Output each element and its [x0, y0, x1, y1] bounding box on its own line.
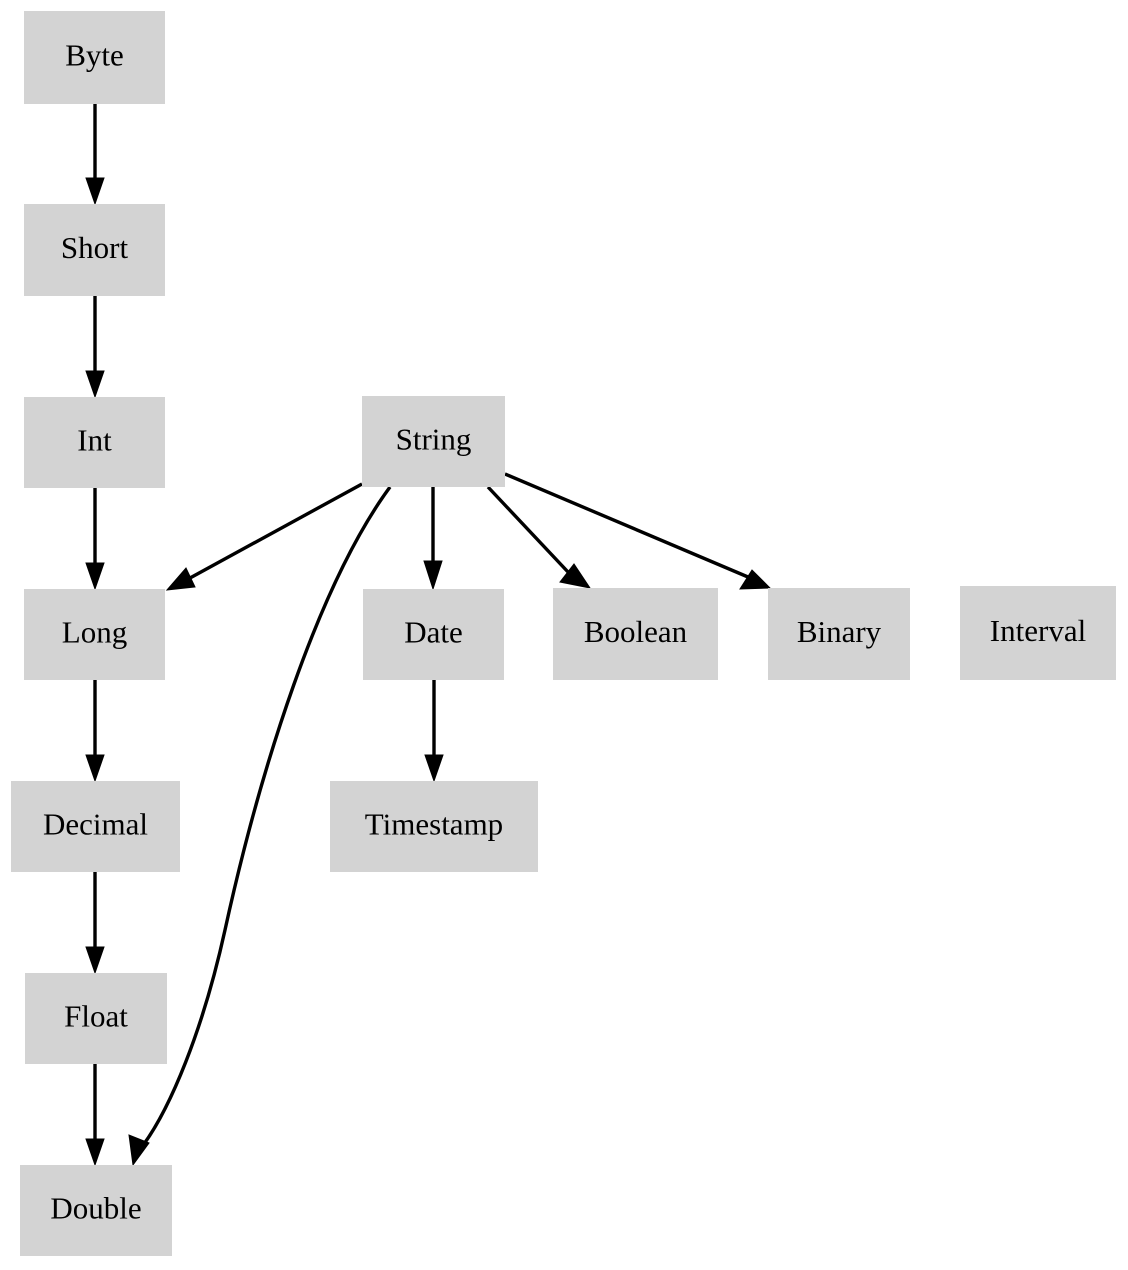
node-boolean[interactable]: Boolean — [553, 588, 718, 680]
edge-string-binary — [504, 472, 772, 590]
node-byte[interactable]: Byte — [24, 11, 165, 104]
node-double[interactable]: Double — [20, 1165, 172, 1256]
node-date[interactable]: Date — [363, 589, 504, 680]
edge-decimal-float — [85, 872, 105, 975]
node-box[interactable] — [768, 588, 910, 680]
node-label: Date — [404, 615, 463, 650]
node-label: String — [396, 422, 472, 457]
node-int[interactable]: Int — [24, 397, 165, 488]
node-box[interactable] — [362, 396, 505, 487]
node-box[interactable] — [330, 781, 538, 872]
arrowhead-icon — [85, 562, 105, 591]
arrowhead-icon — [165, 567, 196, 591]
node-label: Decimal — [43, 807, 148, 842]
node-interval[interactable]: Interval — [960, 586, 1116, 680]
node-string[interactable]: String — [362, 396, 505, 487]
node-label: Int — [77, 423, 112, 458]
arrowhead-icon — [85, 177, 105, 206]
edge-date-timestamp — [424, 680, 444, 783]
edges-layer — [85, 104, 772, 1167]
node-label: Boolean — [584, 614, 688, 649]
node-label: Long — [62, 615, 127, 650]
edge-line — [504, 472, 749, 579]
edge-line — [189, 482, 363, 580]
node-label: Short — [61, 230, 129, 265]
arrowhead-icon — [424, 754, 444, 783]
node-box[interactable] — [24, 589, 165, 680]
edge-int-long — [85, 488, 105, 591]
node-binary[interactable]: Binary — [768, 588, 910, 680]
edge-byte-short — [85, 104, 105, 206]
node-short[interactable]: Short — [24, 204, 165, 296]
node-label: Byte — [65, 38, 124, 73]
arrowhead-icon — [85, 754, 105, 783]
node-float[interactable]: Float — [25, 973, 167, 1064]
edge-line — [139, 485, 392, 1150]
edge-long-decimal — [85, 680, 105, 783]
arrowhead-icon — [423, 560, 443, 591]
arrowhead-icon — [85, 1138, 105, 1167]
node-box[interactable] — [24, 11, 165, 104]
node-label: Float — [64, 999, 128, 1034]
node-box[interactable] — [11, 781, 180, 872]
edge-string-long — [165, 482, 363, 591]
edge-string-double — [128, 485, 392, 1167]
node-label: Double — [50, 1191, 141, 1226]
node-label: Binary — [797, 614, 882, 649]
arrowhead-icon — [85, 946, 105, 975]
node-box[interactable] — [24, 204, 165, 296]
node-box[interactable] — [553, 588, 718, 680]
node-box[interactable] — [363, 589, 504, 680]
node-box[interactable] — [960, 586, 1116, 680]
edge-short-int — [85, 296, 105, 399]
node-label: Interval — [990, 613, 1086, 648]
edge-line — [486, 485, 570, 574]
arrowhead-icon — [739, 569, 772, 590]
node-long[interactable]: Long — [24, 589, 165, 680]
arrowhead-icon — [85, 370, 105, 399]
edge-string-boolean — [486, 485, 592, 589]
node-box[interactable] — [24, 397, 165, 488]
node-box[interactable] — [20, 1165, 172, 1256]
edge-float-double — [85, 1064, 105, 1167]
node-box[interactable] — [25, 973, 167, 1064]
node-decimal[interactable]: Decimal — [11, 781, 180, 872]
edge-string-date — [423, 487, 443, 591]
node-label: Timestamp — [365, 807, 503, 842]
arrowhead-icon — [559, 563, 592, 589]
node-timestamp[interactable]: Timestamp — [330, 781, 538, 872]
arrowhead-icon — [128, 1134, 150, 1167]
